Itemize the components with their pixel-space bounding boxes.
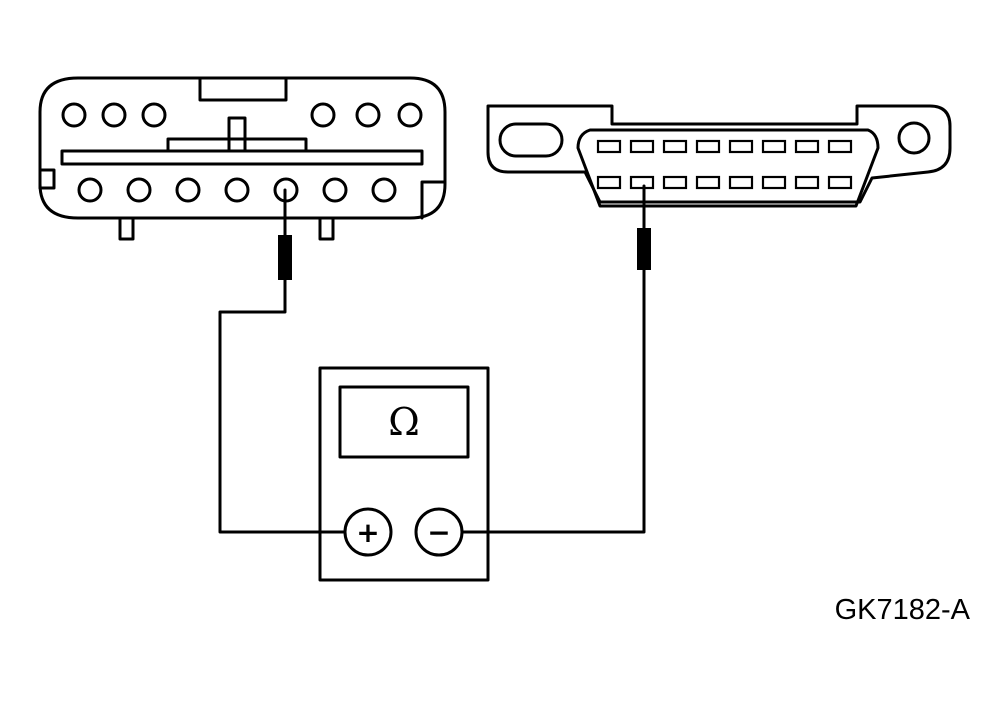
positive-test-lead	[218, 188, 347, 534]
right-connector-pin	[695, 175, 721, 190]
left-connector-side-tab	[38, 168, 56, 190]
right-connector-pin	[827, 139, 853, 154]
ohmmeter-body	[318, 366, 490, 582]
right-connector-mount-hole	[897, 121, 931, 155]
negative-terminal	[414, 507, 464, 557]
left-connector-key-plate	[166, 137, 308, 153]
right-connector-pin	[629, 175, 655, 190]
left-top-pin-row	[61, 102, 423, 128]
left-connector-pin	[355, 102, 381, 128]
negative-terminal-label: −	[427, 516, 450, 549]
left-connector	[38, 76, 447, 241]
right-connector-pin	[728, 139, 754, 154]
right-connector-pin	[761, 139, 787, 154]
positive-lead-wire	[218, 278, 347, 534]
left-connector-top-latch	[198, 76, 288, 102]
positive-probe-handle	[278, 235, 292, 280]
left-connector-pin	[397, 102, 423, 128]
left-connector-foot-right	[318, 216, 335, 241]
right-connector-pin	[728, 175, 754, 190]
right-connector-pin	[629, 139, 655, 154]
left-connector-pin	[310, 102, 336, 128]
right-connector-pin	[794, 175, 820, 190]
right-top-pin-row	[596, 139, 853, 154]
left-connector-pin	[322, 177, 348, 203]
negative-probe-handle	[637, 228, 651, 270]
right-connector-pin	[662, 175, 688, 190]
ohmmeter-display	[338, 385, 470, 459]
left-connector-pin	[175, 177, 201, 203]
left-connector-body	[38, 76, 447, 220]
left-connector-pin	[224, 177, 250, 203]
right-connector-pin	[596, 139, 622, 154]
left-connector-key-post	[227, 116, 247, 153]
figure-id: GK7182-A	[834, 594, 970, 626]
negative-lead-wire	[460, 268, 646, 534]
left-connector-foot-left	[118, 216, 135, 241]
left-connector-pin	[101, 102, 127, 128]
left-connector-pin	[77, 177, 103, 203]
left-connector-center-bar	[60, 149, 424, 166]
left-connector-pin	[371, 177, 397, 203]
ohm-symbol: Ω	[388, 400, 420, 444]
right-connector	[486, 104, 952, 208]
left-bottom-pin-row	[77, 177, 397, 203]
negative-test-lead	[460, 184, 651, 534]
right-connector-pin	[596, 175, 622, 190]
right-connector-pin	[761, 175, 787, 190]
right-connector-mount-slot	[498, 122, 564, 158]
left-connector-pin	[141, 102, 167, 128]
right-connector-pin	[695, 139, 721, 154]
left-connector-corner-notch	[420, 180, 447, 220]
left-connector-pin	[126, 177, 152, 203]
right-connector-pin	[794, 139, 820, 154]
ohmmeter: Ω + −	[318, 366, 490, 582]
right-connector-socket	[576, 128, 880, 208]
left-connector-pin	[61, 102, 87, 128]
right-connector-pin	[827, 175, 853, 190]
positive-terminal	[343, 507, 393, 557]
right-bottom-pin-row	[596, 175, 853, 190]
right-connector-pin	[662, 139, 688, 154]
right-connector-body	[486, 104, 952, 204]
positive-terminal-label: +	[356, 516, 379, 549]
